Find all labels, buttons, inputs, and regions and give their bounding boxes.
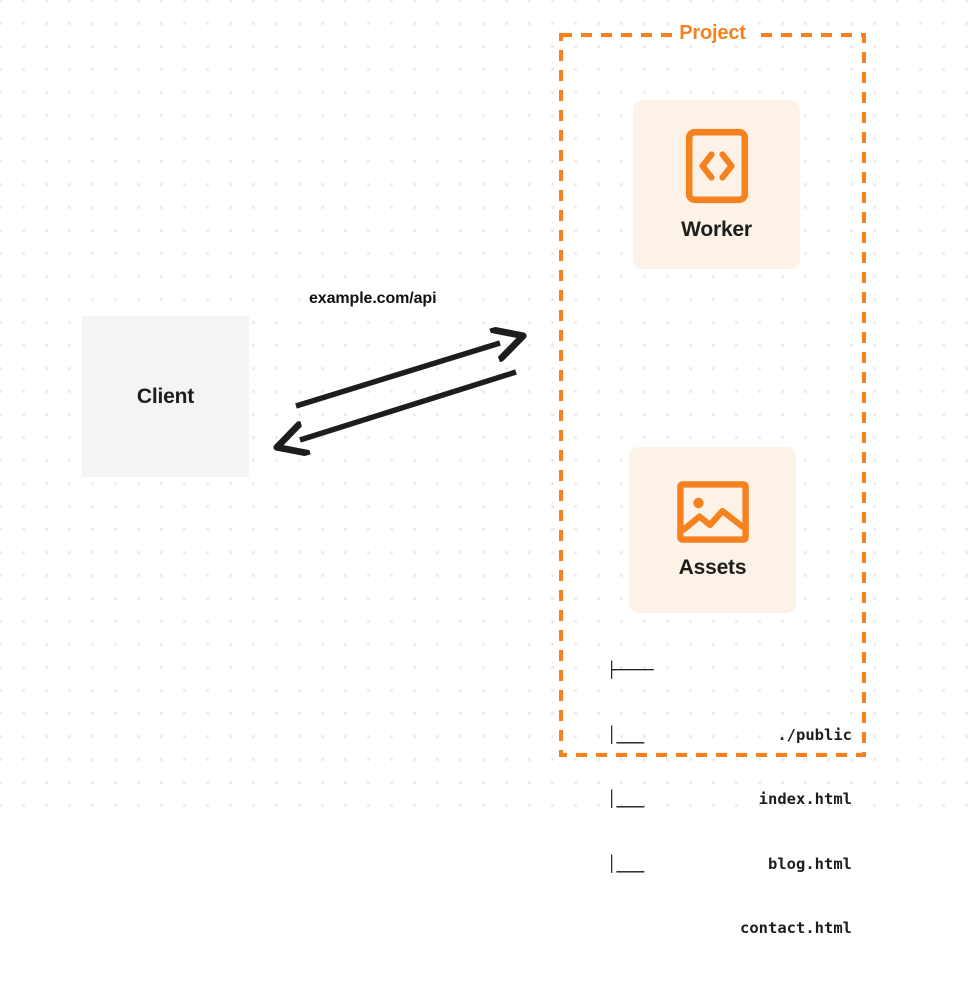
file-tree-row: ├──── ./public — [607, 660, 852, 744]
tree-item-name: contact.html — [740, 919, 852, 937]
tree-item-name: index.html — [758, 790, 852, 808]
tree-item-name: ./public — [777, 725, 852, 744]
worker-card: Worker — [633, 100, 800, 269]
connection-label: example.com/api — [309, 290, 437, 307]
image-icon — [676, 480, 749, 543]
tree-connector: │___ — [607, 854, 645, 873]
assets-card-label: Assets — [678, 555, 747, 579]
tree-connector: │___ — [607, 790, 645, 808]
file-tree-row: │___ index.html — [607, 725, 852, 809]
request-arrow — [295, 343, 500, 409]
project-container: Project Worker Assets — [559, 21, 866, 937]
tree-connector: ├──── — [607, 661, 654, 679]
code-brackets-icon — [685, 128, 749, 204]
file-tree-row: │___ contact.html — [607, 854, 852, 938]
tree-connector: │___ — [607, 725, 645, 744]
file-tree-row: │___ blog.html — [607, 789, 852, 873]
assets-card: Assets — [629, 447, 796, 613]
assets-file-tree: ├──── ./public │___ index.html │___ blog… — [607, 617, 852, 938]
response-arrow — [300, 369, 517, 440]
project-dashed-border — [559, 33, 866, 757]
diagram-canvas: Client example.com/api Project — [0, 0, 980, 937]
project-title: Project — [672, 21, 753, 45]
client-node: Client — [82, 316, 249, 477]
worker-card-label: Worker — [681, 217, 752, 241]
client-node-label: Client — [136, 384, 195, 408]
